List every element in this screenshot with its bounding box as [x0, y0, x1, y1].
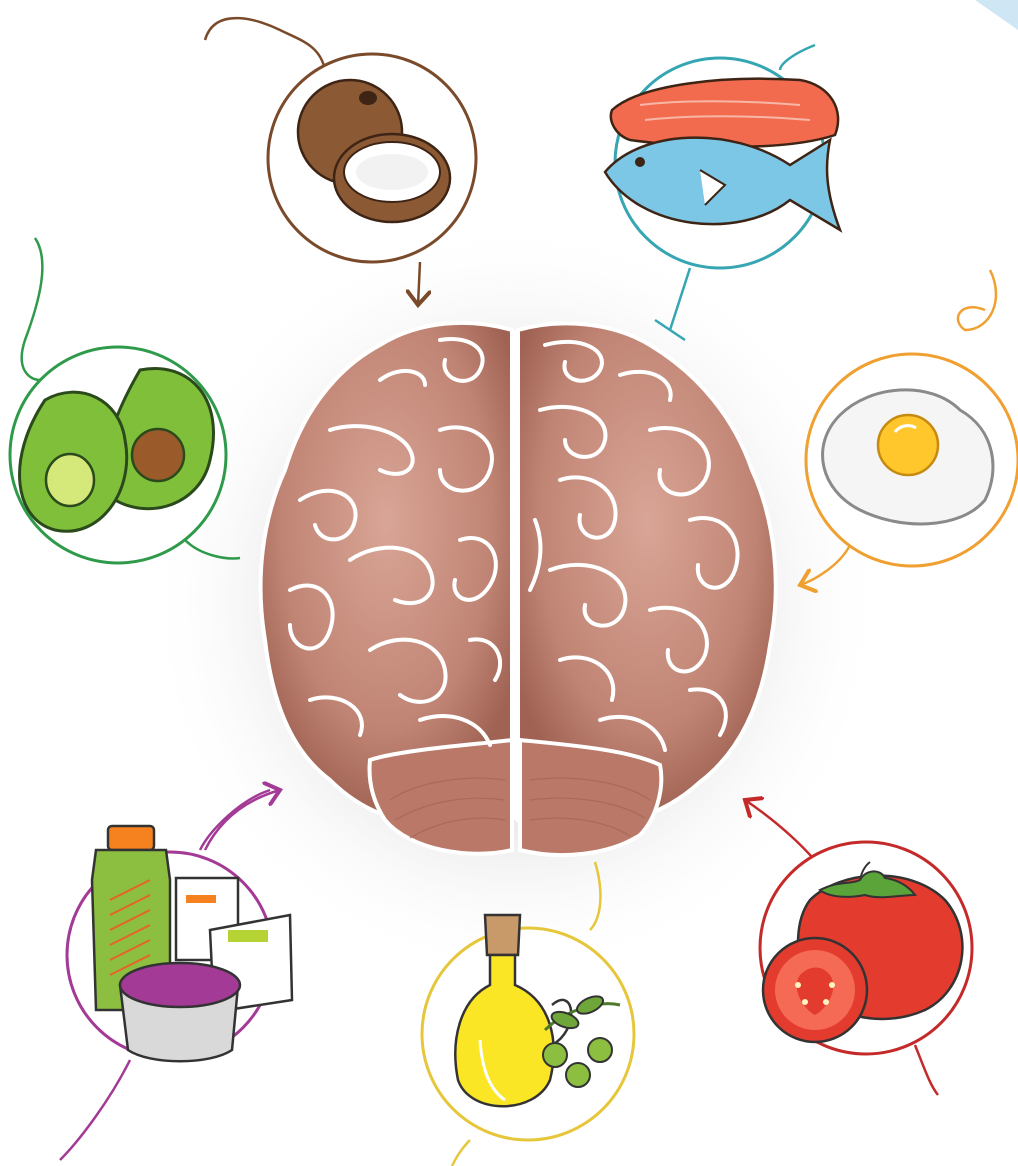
brain-illustration [261, 323, 776, 855]
avocado-item [10, 238, 240, 563]
corner-accent-shape [975, 0, 1018, 30]
